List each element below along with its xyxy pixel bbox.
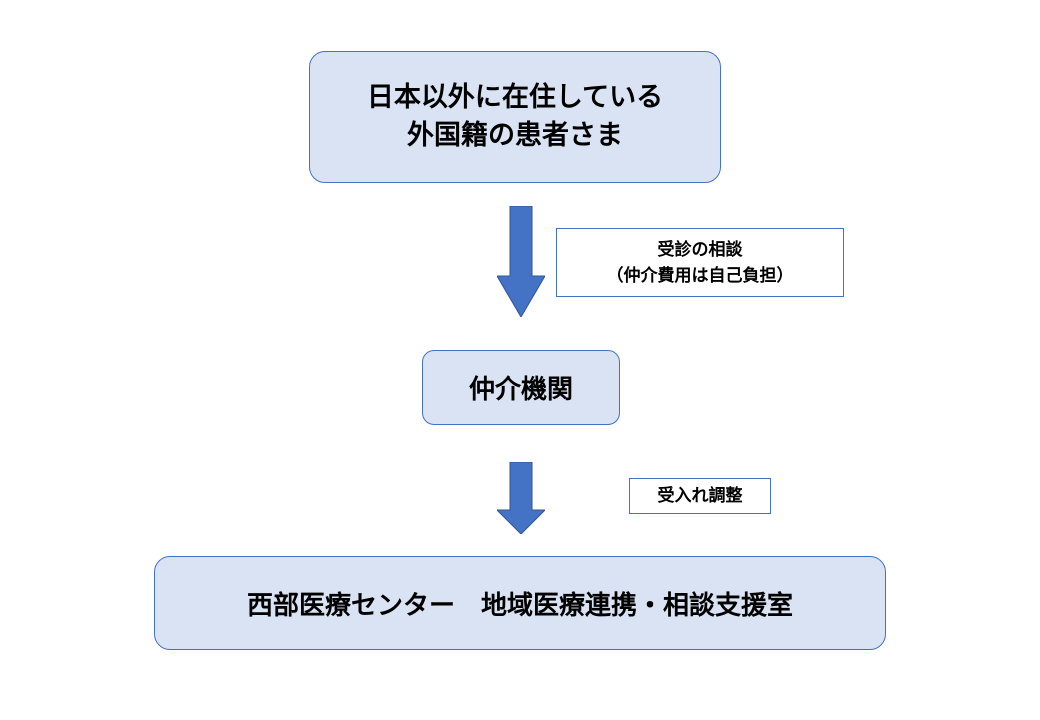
coordination-label: 受入れ調整 [629, 478, 771, 514]
consultation-label-line2: （仲介費用は自己負担） [606, 265, 794, 286]
coordination-label-text: 受入れ調整 [657, 486, 743, 506]
consultation-label: 受診の相談 （仲介費用は自己負担） [556, 228, 844, 297]
down-arrow-icon [497, 462, 545, 534]
center-node: 西部医療センター 地域医療連携・相談支援室 [154, 556, 886, 650]
agency-node-label: 仲介機関 [468, 375, 573, 405]
center-node-label: 西部医療センター 地域医療連携・相談支援室 [246, 590, 793, 621]
consultation-label-line1: 受診の相談 [657, 239, 743, 260]
patient-node-line1: 日本以外に在住している [366, 82, 664, 113]
down-arrow-icon [497, 206, 545, 317]
agency-node: 仲介機関 [422, 350, 620, 425]
patient-node: 日本以外に在住している 外国籍の患者さま [309, 51, 721, 183]
patient-node-line2: 外国籍の患者さま [407, 120, 623, 151]
